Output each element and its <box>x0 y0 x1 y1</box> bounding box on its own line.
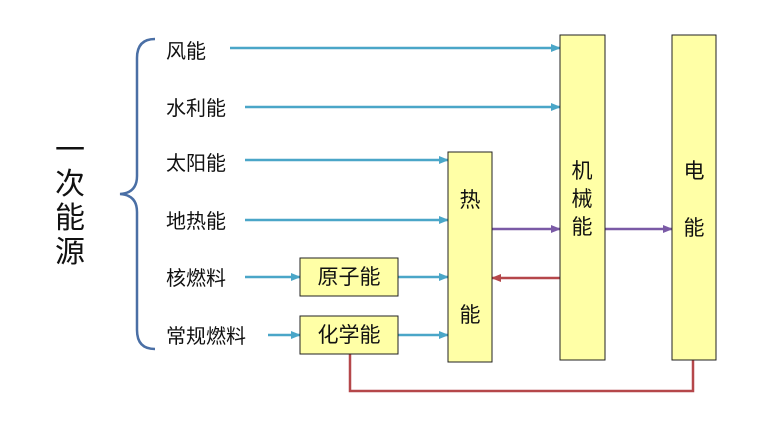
title-char: 源 <box>55 235 85 270</box>
source-label-nuclear-fuel: 核燃料 <box>166 266 226 290</box>
mechanical-energy-label-3: 能 <box>572 215 593 239</box>
atomic-energy-box: 原子能 <box>299 257 399 297</box>
heat-energy-box: 热 能 <box>447 151 493 363</box>
mechanical-energy-label-1: 机 <box>572 159 593 183</box>
primary-energy-title: 一次能源 <box>55 133 85 270</box>
source-label-solar: 太阳能 <box>166 151 226 175</box>
title-char: 一 <box>55 133 85 168</box>
source-label-geothermal: 地热能 <box>166 209 226 233</box>
electric-energy-label-2: 能 <box>684 216 705 240</box>
electric-energy-label-1: 电 <box>684 159 705 183</box>
source-label-wind: 风能 <box>166 39 206 63</box>
svg-text:一次能源: 一次能源 <box>55 133 85 270</box>
chemical-energy-box: 化学能 <box>299 315 399 355</box>
source-label-conventional-fuel: 常规燃料 <box>166 324 246 348</box>
mechanical-energy-label-2: 械 <box>572 187 593 211</box>
mechanical-energy-box: 机 械 能 <box>559 34 606 361</box>
source-label-hydro: 水利能 <box>166 96 226 120</box>
heat-energy-label-top: 热 <box>460 188 481 212</box>
title-char: 能 <box>55 201 85 236</box>
electric-energy-box: 电 能 <box>671 34 717 361</box>
chemical-energy-label: 化学能 <box>318 323 381 347</box>
left-brace <box>119 37 156 351</box>
heat-energy-label-bottom: 能 <box>460 303 481 327</box>
title-char: 次 <box>55 167 85 202</box>
atomic-energy-label: 原子能 <box>318 265 381 289</box>
